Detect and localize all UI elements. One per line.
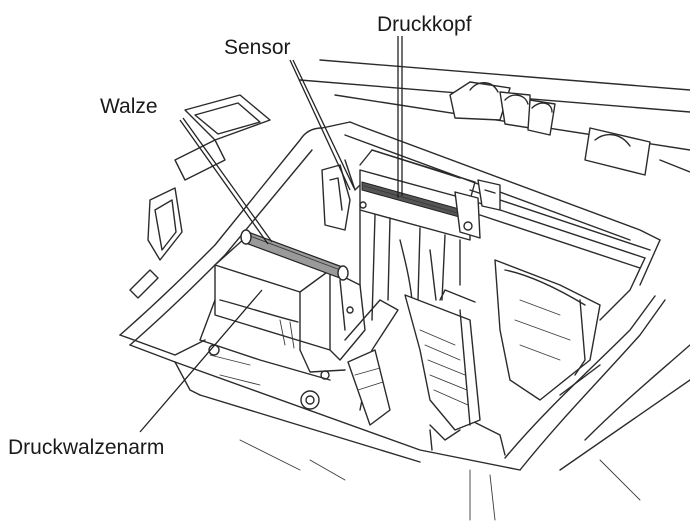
label-walze: Walze: [100, 95, 158, 118]
leader-sensor: [289, 59, 351, 191]
leader-walze: [179, 119, 269, 245]
leader-druckwalzenarm: [139, 289, 263, 433]
label-druckkopf: Druckkopf: [377, 13, 472, 36]
label-sensor: Sensor: [224, 36, 291, 59]
leader-lines: [139, 36, 403, 433]
paper-guide: [404, 289, 481, 431]
print-head-assembly: [321, 149, 501, 321]
label-druckwalzenarm: Druckwalzenarm: [8, 436, 165, 459]
platen-roller: [240, 229, 349, 281]
keycaps: [129, 59, 690, 299]
